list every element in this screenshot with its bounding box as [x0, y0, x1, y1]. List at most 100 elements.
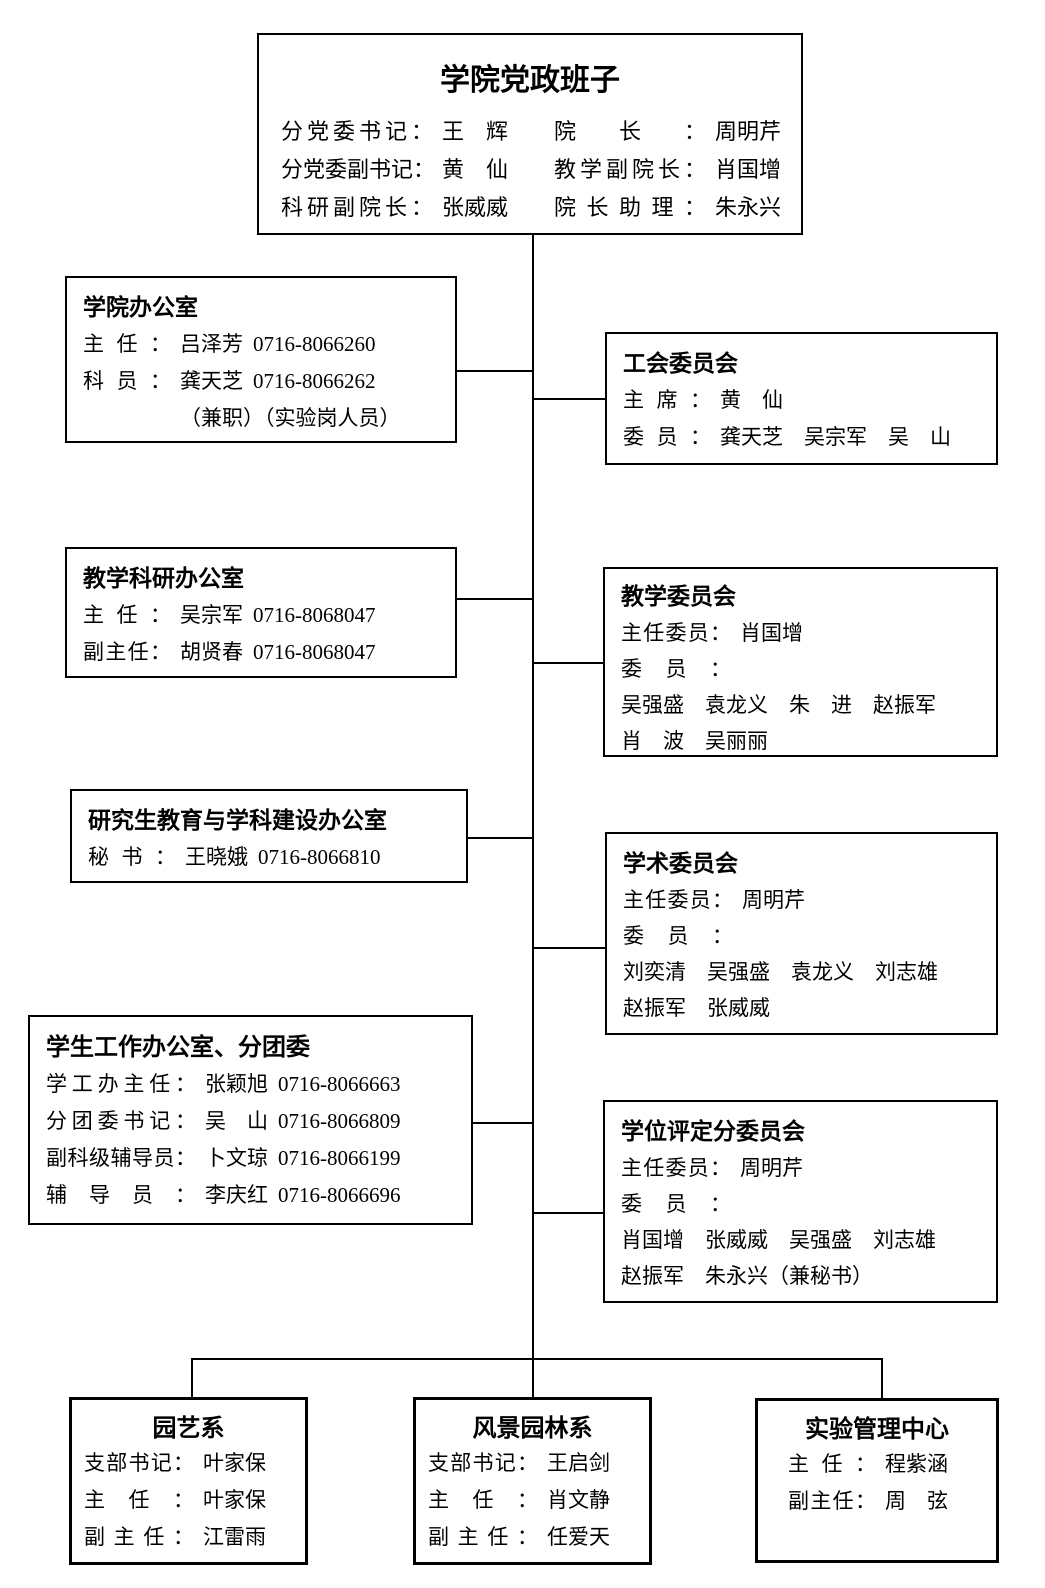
connector-college-office-line: [457, 370, 534, 372]
phone-number: 0716-8068047: [253, 603, 376, 627]
position-label: 科员：: [83, 369, 171, 393]
staff-row: 主任：叶家保: [72, 1482, 305, 1519]
connector-lab-center-drop-line: [881, 1358, 883, 1400]
phone-number: 0716-8066696: [278, 1183, 401, 1207]
person-name: 黄 仙: [720, 388, 783, 412]
position-label: 分党委书记：: [281, 119, 433, 144]
staff-row: 科员： 龚天芝 0716-8066262: [67, 363, 455, 400]
position-label: 教学副院长：: [553, 157, 706, 182]
person-name: 王启剑: [547, 1451, 610, 1475]
position-entry: 分党委书记：王 辉: [281, 113, 554, 151]
position-label: 辅导员：: [46, 1183, 196, 1207]
landscape-dept-box: 风景园林系 支部书记：王启剑 主任：肖文静 副主任：任爱天: [413, 1397, 652, 1565]
position-label: 委员：: [621, 657, 731, 681]
staff-row: 副主任：任爱天: [416, 1519, 649, 1556]
position-label: 主任：: [428, 1488, 538, 1512]
staff-row: 秘书： 王晓娥 0716-8066810: [72, 839, 466, 876]
top-box-row: 科研副院长：张威威 院长助理： 朱永兴: [259, 189, 801, 227]
connector-graduate-office-line: [466, 837, 534, 839]
phone-number: 0716-8066199: [278, 1146, 401, 1170]
graduate-education-office-box: 研究生教育与学科建设办公室 秘书： 王晓娥 0716-8066810: [70, 789, 468, 883]
position-label: 副主任：: [788, 1489, 876, 1513]
position-label: 主席：: [623, 388, 711, 412]
box-title: 研究生教育与学科建设办公室: [88, 808, 387, 833]
staff-row: （兼职）（实验岗人员）: [67, 400, 455, 437]
position-label: 委员：: [623, 924, 733, 948]
position-label: 副主任：: [428, 1525, 538, 1549]
member-names: 刘奕清 吴强盛 袁龙义 刘志雄: [623, 960, 938, 984]
teaching-committee-box: 教学委员会 主任委员：肖国增 委员： 吴强盛 袁龙义 朱 进 赵振军 肖 波 吴…: [603, 567, 998, 757]
phone-number: 0716-8066262: [253, 369, 376, 393]
phone-number: 0716-8066809: [278, 1109, 401, 1133]
position-label: 主任：: [83, 332, 171, 356]
staff-row: 副主任：江雷雨: [72, 1519, 305, 1556]
position-label: 院长：: [553, 119, 706, 144]
person-name: 龚天芝: [180, 369, 243, 393]
person-name: 江雷雨: [203, 1525, 266, 1549]
staff-row: 委员：: [607, 918, 996, 954]
staff-row: 副主任： 周 弦: [758, 1483, 996, 1520]
box-title: 学院办公室: [83, 295, 198, 320]
box-title: 学术委员会: [623, 851, 738, 876]
position-entry: 科研副院长：张威威: [281, 189, 554, 227]
union-committee-box: 工会委员会 主席： 黄 仙 委员： 龚天芝 吴宗军 吴 山: [605, 332, 998, 465]
position-entry: 院长：周明芹: [554, 113, 781, 151]
position-label: 支部书记：: [428, 1451, 538, 1475]
box-title: 学位评定分委员会: [621, 1119, 805, 1144]
connector-teaching-research-office-line: [457, 598, 534, 600]
box-title: 工会委员会: [623, 351, 738, 376]
party-admin-team-box: 学院党政班子 分党委书记：王 辉 院长：周明芹 分党委副书记：黄 仙 教学副院长…: [257, 33, 803, 235]
connector-teaching-committee-line: [532, 662, 605, 664]
staff-row: 委员： 龚天芝 吴宗军 吴 山: [607, 419, 996, 456]
person-name: 黄 仙: [442, 157, 509, 182]
connector-student-affairs-line: [471, 1122, 534, 1124]
position-label: 副科级辅导员：: [46, 1146, 196, 1170]
person-name: 胡贤春: [180, 640, 243, 664]
member-names: 龚天芝 吴宗军 吴 山: [720, 425, 951, 449]
position-label: 主任委员：: [621, 621, 731, 645]
position-label: 主任委员：: [621, 1156, 731, 1180]
position-label: 委员：: [621, 1192, 731, 1216]
staff-row: 委员：: [605, 1186, 996, 1222]
position-label: 主任：: [84, 1488, 194, 1512]
position-label: 委员：: [623, 425, 711, 449]
note-text: （兼职）（实验岗人员）: [180, 406, 401, 430]
phone-number: 0716-8066663: [278, 1072, 401, 1096]
position-label: 院长助理：: [553, 195, 706, 220]
person-name: 王晓娥: [185, 845, 248, 869]
phone-number: 0716-8066810: [258, 845, 381, 869]
top-box-row: 分党委书记：王 辉 院长：周明芹: [259, 113, 801, 151]
page-title: 学院党政班子: [440, 64, 620, 97]
person-name: 卜文琼: [205, 1146, 268, 1170]
person-name: 吴宗军: [180, 603, 243, 627]
member-names: 赵振军 朱永兴（兼秘书）: [621, 1264, 873, 1288]
person-name: 吕泽芳: [180, 332, 243, 356]
position-label: 学工办主任：: [46, 1072, 196, 1096]
position-label: 主任：: [83, 603, 171, 627]
staff-row: 主席： 黄 仙: [607, 382, 996, 419]
top-box-row: 分党委副书记：黄 仙 教学副院长：肖国增: [259, 151, 801, 189]
position-label: 副主任：: [83, 640, 171, 664]
box-title: 实验管理中心: [805, 1417, 949, 1443]
person-name: 张威威: [442, 195, 509, 220]
lab-center-box: 实验管理中心 主任：程紫涵 副主任：周 弦: [755, 1398, 999, 1563]
staff-row: 副科级辅导员： 卜文琼 0716-8066199: [30, 1140, 471, 1177]
connector-bottom-branch-line: [191, 1358, 883, 1360]
connector-union-committee-line: [532, 398, 607, 400]
box-title: 风景园林系: [472, 1416, 593, 1442]
person-name: 周 弦: [885, 1489, 948, 1513]
position-entry: 分党委副书记：黄 仙: [281, 151, 554, 189]
staff-row: 主任委员：肖国增: [605, 615, 996, 651]
person-name: 叶家保: [203, 1451, 266, 1475]
position-label: 秘书：: [88, 845, 176, 869]
academic-committee-box: 学术委员会 主任委员：周明芹 委员： 刘奕清 吴强盛 袁龙义 刘志雄 赵振军 张…: [605, 832, 998, 1035]
person-name: 朱永兴: [714, 195, 781, 220]
person-name: 周明芹: [740, 1156, 803, 1180]
position-label: 分团委书记：: [46, 1109, 196, 1133]
